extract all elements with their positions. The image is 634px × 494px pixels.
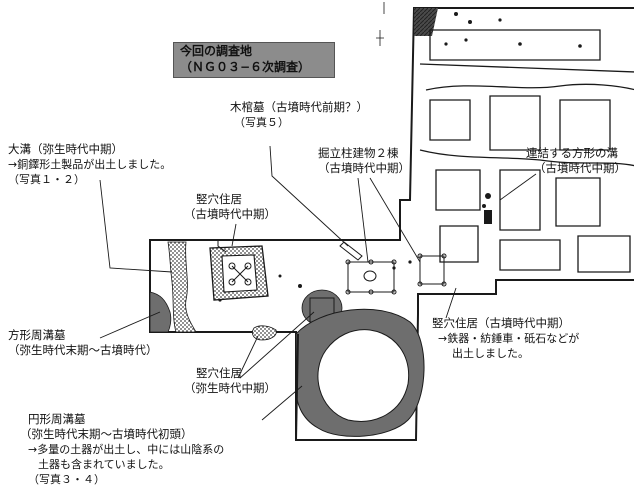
label-linked-ditches-period: （古墳時代中期） [534, 161, 626, 175]
label-large-ditch: 大溝（弥生時代中期） →銅鐸形土製品が出土しました。 （写真１・２） [8, 142, 171, 187]
label-circular-tomb-note: （写真３・４） [28, 473, 105, 486]
scattered-postholes [218, 12, 582, 302]
label-square-tomb-period: （弥生時代末期〜古墳時代） [8, 343, 158, 357]
leader-lines [99, 145, 537, 421]
pit-dwelling-spur [217, 240, 227, 253]
label-circular-tomb: 円形周溝墓 （弥生時代末期〜古墳時代初頭） →多量の土器が出土し、中には山陰系の… [20, 412, 225, 487]
post-building-1 [345, 259, 397, 295]
survey-title-box: 今回の調査地 （ＮＧ０３−６次調査） [173, 42, 335, 78]
small-dark-feature [484, 210, 492, 224]
label-wooden-coffin-name: 木棺墓（古墳時代前期？） [230, 100, 368, 114]
label-linked-ditches-name: 連結する方形の溝 [526, 146, 618, 160]
label-large-ditch-note: （写真１・２） [8, 173, 85, 186]
tomb-edge [295, 333, 299, 441]
label-pit-dwelling-yayoi-name: 竪穴住居 [196, 366, 242, 380]
label-square-tomb: 方形周溝墓 （弥生時代末期〜古墳時代） [8, 328, 158, 358]
label-square-tomb-name: 方形周溝墓 [8, 328, 66, 342]
survey-title-line2: （ＮＧ０３−６次調査） [180, 60, 311, 74]
post-building-2 [417, 253, 447, 287]
label-pit-dwelling-kofun: 竪穴住居 （古墳時代中期） [184, 192, 276, 222]
label-wooden-coffin: 木棺墓（古墳時代前期？） （写真５） [230, 100, 368, 130]
label-pit-dwelling-right-desc2: 出土しました。 [452, 347, 529, 360]
label-post-buildings-period: （古墳時代中期） [318, 161, 410, 175]
pit-dwelling-posts [228, 262, 252, 286]
label-pit-dwelling-right-name: 竪穴住居（古墳時代中期） [432, 316, 570, 330]
label-pit-dwelling-right: 竪穴住居（古墳時代中期） →鉄器・紡錘車・砥石などが 出土しました。 [432, 316, 579, 361]
label-pit-dwelling-yayoi: 竪穴住居 （弥生時代中期） [184, 366, 276, 396]
grid-ticks [376, 2, 385, 46]
dark-corner-feature [414, 8, 438, 36]
label-large-ditch-desc: →銅鐸形土製品が出土しました。 [8, 158, 172, 171]
square-ditch-tomb [149, 291, 172, 333]
label-large-ditch-name: 大溝（弥生時代中期） [8, 142, 123, 156]
label-pit-dwelling-kofun-period: （古墳時代中期） [184, 207, 276, 221]
label-linked-ditches: 連結する方形の溝 （古墳時代中期） [526, 146, 626, 176]
label-circular-tomb-desc1: →多量の土器が出土し、中には山陰系の [28, 443, 225, 456]
label-pit-dwelling-right-desc1: →鉄器・紡錘車・砥石などが [438, 332, 580, 345]
survey-title-line1: 今回の調査地 [180, 44, 253, 58]
circular-ditch-tomb [295, 308, 425, 437]
large-ditch-omizo [167, 241, 197, 333]
upper-right-features [419, 29, 634, 273]
label-post-buildings: 掘立柱建物２棟 （古墳時代中期） [318, 146, 410, 176]
label-circular-tomb-desc2: 土器も含まれていました。 [38, 458, 170, 471]
label-wooden-coffin-note: （写真５） [234, 116, 289, 129]
pit-dwelling-yayoi-dotted [252, 325, 277, 341]
wooden-coffin-tomb [339, 241, 363, 261]
label-circular-tomb-period: （弥生時代末期〜古墳時代初頭） [20, 427, 193, 441]
label-post-buildings-name: 掘立柱建物２棟 [318, 146, 399, 160]
label-pit-dwelling-kofun-name: 竪穴住居 [196, 192, 242, 206]
label-pit-dwelling-yayoi-period: （弥生時代中期） [184, 381, 276, 395]
label-circular-tomb-name: 円形周溝墓 [28, 412, 86, 426]
